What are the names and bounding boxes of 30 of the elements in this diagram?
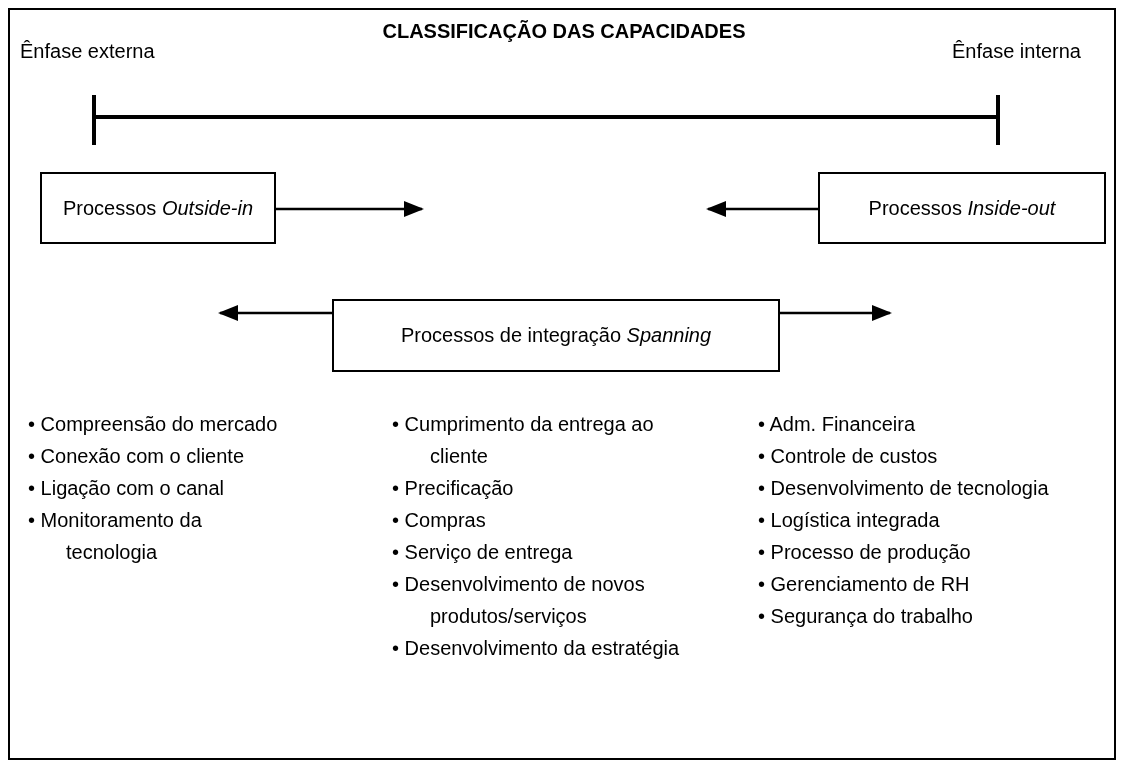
list-item: • Adm. Financeira (757, 412, 917, 437)
list-item: • Controle de custos (757, 444, 939, 469)
list-item: • Desenvolvimento de tecnologia (757, 476, 1050, 501)
list-item: • Gerenciamento de RH (757, 572, 971, 597)
arrow (706, 201, 818, 217)
process-box (818, 172, 1106, 244)
title: CLASSIFICAÇÃO DAS CAPACIDADES (381, 20, 747, 43)
axis-label: Ênfase externa (20, 40, 155, 63)
list-item: • Cumprimento da entrega ao cliente (391, 412, 655, 469)
list-item: • Processo de produção (757, 540, 972, 565)
arrow (276, 201, 424, 217)
list-item: • Compreensão do mercado (27, 412, 278, 437)
list-item: • Serviço de entrega (391, 540, 574, 565)
list-item: • Desenvolvimento da estratégia (391, 636, 681, 661)
process-box (332, 299, 780, 372)
list-item: • Compras (391, 508, 487, 533)
list-item: • Conexão com o cliente (27, 444, 245, 469)
list-item: • Precificação (391, 476, 515, 501)
arrow (218, 305, 332, 321)
arrow (780, 305, 892, 321)
box-label: Processos de integração Spanning (400, 323, 712, 348)
list-item: • Segurança do trabalho (757, 604, 974, 629)
list-item: • Ligação com o canal (27, 476, 225, 501)
list-item: • Desenvolvimento de novos produtos/serviços (391, 572, 646, 629)
axis-label: Ênfase interna (952, 40, 1081, 63)
box-label: Processos Inside-out (868, 195, 1056, 221)
list-item: • Monitoramento da tecnologia (27, 508, 203, 565)
list-item: • Logística integrada (757, 508, 941, 533)
process-box (40, 172, 276, 244)
box-label: Processos Outside-in (62, 195, 254, 221)
